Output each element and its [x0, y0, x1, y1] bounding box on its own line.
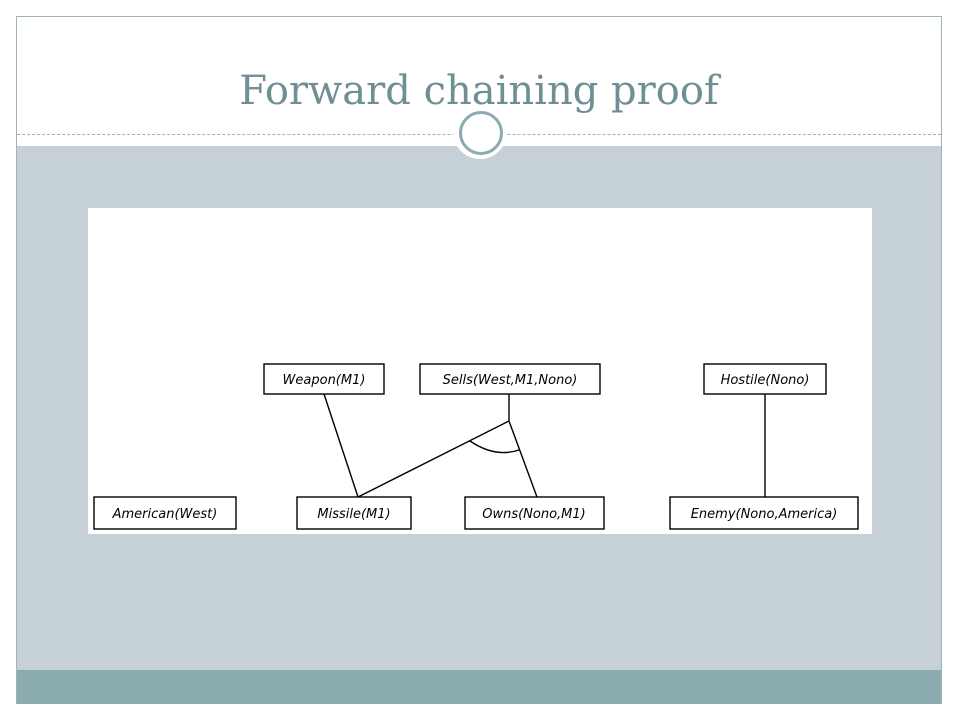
edge-missile-sells — [357, 420, 510, 498]
edge-owns-sells — [508, 420, 538, 498]
node-box-sells — [419, 363, 601, 395]
node-box-weapon — [263, 363, 385, 395]
edge-missile-weapon — [323, 393, 359, 498]
proof-tree-diagram: Weapon(M1) Sells(West,M1,Nono) Hostile(N… — [93, 363, 859, 530]
node-missile: Missile(M1) — [317, 507, 390, 522]
node-enemy: Enemy(Nono,America) — [691, 507, 838, 522]
node-sells: Sells(West,M1,Nono) — [443, 373, 578, 388]
node-american: American(West) — [112, 507, 218, 522]
node-box-owns — [464, 496, 605, 530]
node-box-enemy — [669, 496, 859, 530]
footer-band — [17, 670, 941, 704]
circle-ornament-icon — [453, 105, 507, 159]
node-box-missile — [296, 496, 412, 530]
diagram-panel: Weapon(M1) Sells(West,M1,Nono) Hostile(N… — [88, 208, 872, 534]
conjunction-arc — [469, 440, 520, 454]
node-box-hostile — [703, 363, 827, 395]
node-box-american — [93, 496, 237, 530]
node-hostile: Hostile(Nono) — [721, 373, 810, 388]
node-weapon: Weapon(M1) — [283, 373, 366, 388]
node-owns: Owns(Nono,M1) — [482, 507, 586, 522]
